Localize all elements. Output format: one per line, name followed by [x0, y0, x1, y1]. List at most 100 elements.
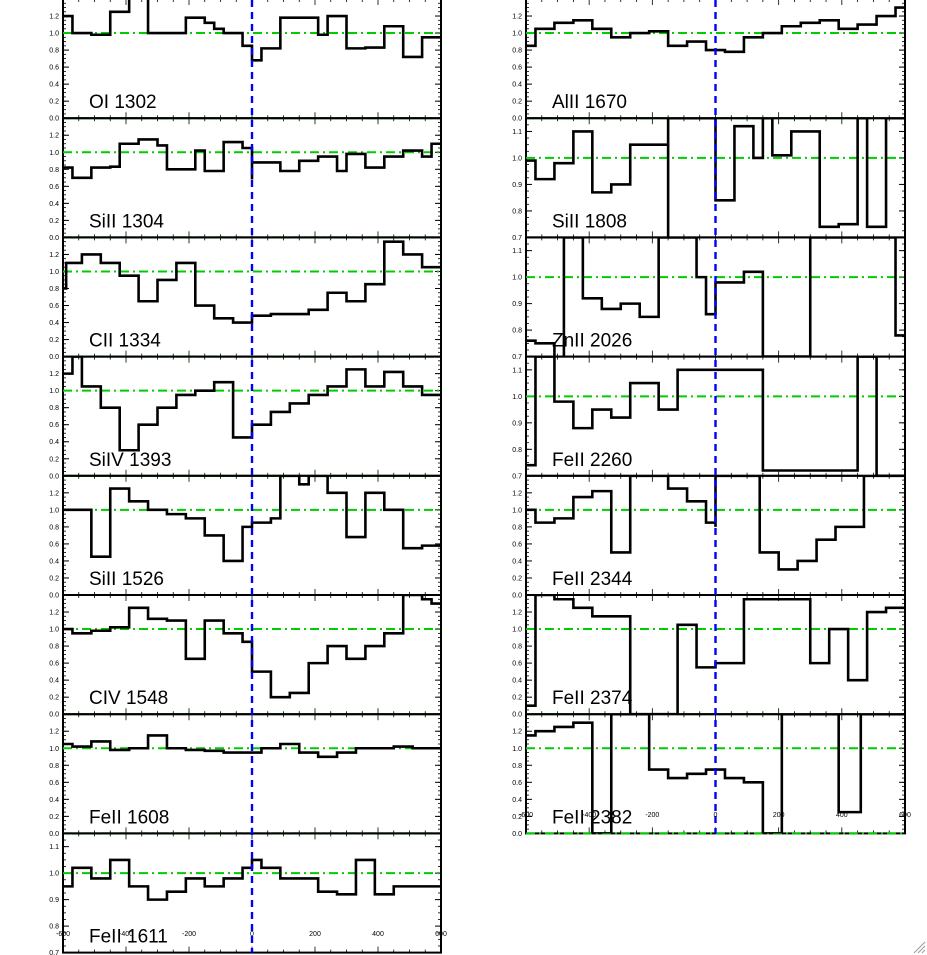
y-tick-label: 0.2: [49, 99, 59, 106]
y-tick-label: 0.2: [49, 337, 59, 344]
resize-grip-icon[interactable]: [913, 941, 926, 954]
y-tick-label: 0.9: [49, 897, 59, 904]
y-tick-label: 0.4: [49, 320, 59, 327]
y-tick-label: 1.2: [49, 610, 59, 617]
x-tick-label: -600: [519, 812, 533, 819]
y-tick-label: 0.6: [49, 65, 59, 72]
y-tick-label: 0.9: [512, 420, 522, 427]
y-tick-label: 0.9: [512, 182, 522, 189]
spectrum-line: [526, 118, 905, 238]
panel-label: FeII 1611: [89, 927, 168, 948]
spectrum-line: [63, 595, 441, 699]
y-tick-label: 1.0: [49, 746, 59, 753]
y-tick-label: 0.2: [512, 695, 522, 702]
y-tick-label: 0.8: [49, 644, 59, 651]
y-tick-label: 0.2: [512, 814, 522, 821]
y-tick-label: 1.2: [49, 729, 59, 736]
x-tick-label: 200: [773, 812, 785, 819]
y-tick-label: 0.8: [49, 763, 59, 770]
panel-label: FeII 2344: [552, 569, 633, 590]
y-tick-label: 1.0: [49, 388, 59, 395]
y-tick-label: 1.2: [512, 729, 522, 736]
y-tick-label: 0.8: [512, 328, 522, 335]
spectrum-line: [63, 858, 441, 901]
spectrum-line: [63, 734, 441, 759]
y-tick-label: 0.6: [49, 780, 59, 787]
y-tick-label: 1.0: [512, 394, 522, 401]
y-tick-label: 1.2: [49, 133, 59, 140]
y-tick-label: 0.4: [49, 82, 59, 89]
y-tick-label: 1.2: [49, 14, 59, 21]
y-tick-label: 1.1: [512, 248, 522, 255]
y-tick-label: 0.6: [49, 661, 59, 668]
y-tick-label: 0.4: [49, 201, 59, 208]
y-tick-label: 1.2: [512, 610, 522, 617]
spectrum-line: [526, 356, 905, 476]
y-tick-label: 0.2: [49, 695, 59, 702]
y-tick-label: 0.6: [49, 184, 59, 191]
y-tick-label: 0.4: [49, 678, 59, 685]
y-tick-label: 0.0: [49, 235, 59, 242]
y-tick-label: 0.4: [49, 558, 59, 565]
y-tick-label: 1.2: [512, 490, 522, 497]
y-tick-label: 0.6: [49, 541, 59, 548]
y-tick-label: 0.0: [512, 831, 522, 838]
x-tick-label: 0: [250, 931, 254, 938]
spectrum-line: [526, 595, 905, 715]
y-tick-label: 1.0: [512, 275, 522, 282]
y-tick-label: 1.1: [49, 844, 59, 851]
y-tick-label: 0.8: [512, 644, 522, 651]
y-tick-label: 0.6: [512, 661, 522, 668]
spectrum-line: [526, 475, 905, 571]
y-tick-label: 0.4: [49, 439, 59, 446]
y-tick-label: 1.0: [49, 150, 59, 157]
y-tick-label: 0.7: [512, 235, 522, 242]
y-tick-label: 1.0: [512, 155, 522, 162]
y-tick-label: 0.8: [49, 48, 59, 55]
y-tick-label: 0.0: [49, 473, 59, 480]
y-tick-label: 0.0: [49, 116, 59, 123]
y-tick-label: 0.6: [49, 303, 59, 310]
y-tick-label: 1.1: [512, 129, 522, 136]
y-tick-label: 1.0: [49, 507, 59, 514]
y-tick-label: 0.7: [512, 473, 522, 480]
y-tick-label: 0.2: [512, 99, 522, 106]
y-tick-label: 1.0: [512, 746, 522, 753]
panel-label: SiII 1304: [89, 211, 164, 232]
y-tick-label: 0.8: [512, 763, 522, 770]
y-tick-label: 0.0: [512, 116, 522, 123]
spectrum-line: [526, 714, 905, 834]
panel-label: SiII 1526: [89, 569, 164, 590]
y-tick-label: 0.9: [512, 301, 522, 308]
y-tick-label: 0.8: [512, 524, 522, 531]
y-tick-label: 0.2: [49, 575, 59, 582]
y-tick-label: 0.7: [512, 354, 522, 361]
y-tick-label: 1.2: [49, 490, 59, 497]
y-tick-label: 1.2: [49, 252, 59, 259]
y-tick-label: 0.4: [512, 678, 522, 685]
y-tick-label: 1.2: [49, 371, 59, 378]
y-tick-label: 0.6: [512, 65, 522, 72]
spectrum-line: [63, 240, 441, 324]
y-tick-label: 0.8: [49, 286, 59, 293]
y-tick-label: 0.2: [49, 814, 59, 821]
y-tick-label: 0.7: [49, 950, 59, 955]
y-tick-label: 0.8: [512, 447, 522, 454]
y-tick-label: 0.4: [512, 82, 522, 89]
y-tick-label: 1.0: [49, 31, 59, 38]
y-tick-label: 1.0: [49, 871, 59, 878]
spectrum-line: [63, 0, 441, 62]
spectrum-line: [63, 138, 441, 180]
panel-label: OI 1302: [89, 92, 157, 113]
y-tick-label: 0.4: [512, 797, 522, 804]
y-tick-label: 0.6: [512, 541, 522, 548]
y-tick-label: 0.0: [512, 712, 522, 719]
